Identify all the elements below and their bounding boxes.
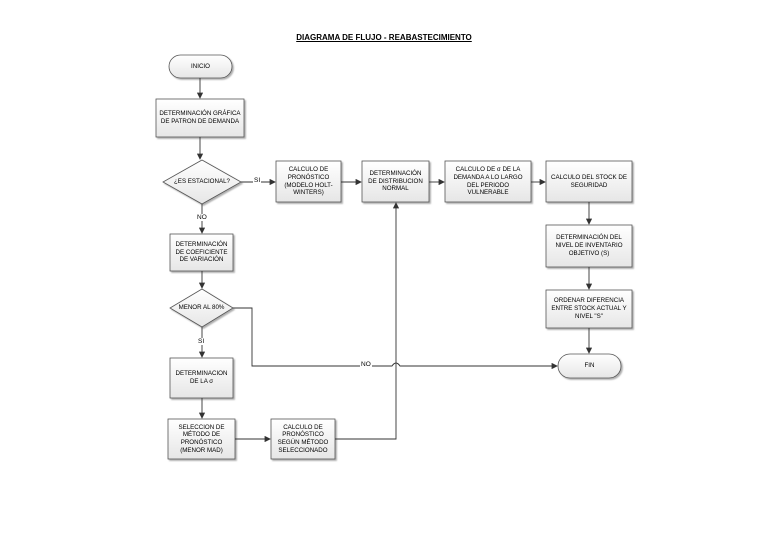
node-nivel-obj: DETERMINACIÓN DEL NIVEL DE INVENTARIO OB… bbox=[555, 234, 623, 257]
arrow-menor80-fin bbox=[233, 307, 558, 370]
shape-ordenar bbox=[545, 289, 633, 329]
node-fin: FIN bbox=[584, 362, 595, 370]
node-estacional: ¿ES ESTACIONAL? bbox=[174, 178, 230, 186]
arrow-calcmetodo-distribucion bbox=[335, 202, 400, 440]
node-det-sigma: DETERMINACION DE LA σ bbox=[175, 370, 228, 385]
node-stock-seg: CALCULO DEL STOCK DE SEGURIDAD bbox=[551, 173, 627, 189]
node-calc-metodo: CALCULO DE PRONÓSTICO SEGÚN MÉTODO SELEC… bbox=[277, 423, 329, 454]
node-patron: DETERMINACIÓN GRÁFICA DE PATRON DE DEMAN… bbox=[159, 110, 241, 125]
node-coeficiente: DETERMINACIÓN DE COEFICIENTE DE VARIACIÓ… bbox=[175, 240, 228, 264]
node-distribucion: DETERMINACIÓN DE DISTRIBUCION NORMAL bbox=[368, 169, 423, 193]
shape-fin bbox=[557, 353, 622, 379]
diagram-title: DIAGRAMA DE FLUJO - REABASTECIMIENTO bbox=[296, 33, 472, 42]
shape-calc-holt bbox=[275, 160, 342, 203]
shape-calc-sigma bbox=[444, 160, 532, 203]
node-calc-sigma: CALCULO DE σ DE LA DEMANDA A LO LARGO DE… bbox=[453, 166, 523, 197]
shape-nivel-obj bbox=[545, 224, 633, 268]
node-calc-holt: CALCULO DE PRONÓSTICO (MODELO HOLT-WINTE… bbox=[284, 166, 333, 197]
label-si-menor80: SI bbox=[197, 338, 206, 345]
shape-inicio bbox=[168, 54, 233, 79]
label-no-estacional: NO bbox=[196, 214, 208, 221]
label-si-estacional: SI bbox=[253, 177, 262, 184]
node-seleccion: SELECCION DE MÉTODO DE PRONÓSTICO (MENOR… bbox=[178, 423, 225, 454]
node-menor80: MENOR AL 80% bbox=[178, 304, 225, 312]
label-no-menor80: NO bbox=[360, 361, 372, 368]
shape-distribucion bbox=[361, 160, 430, 203]
shape-coeficiente bbox=[169, 233, 234, 272]
shape-det-sigma bbox=[169, 357, 234, 399]
node-inicio: INICIO bbox=[191, 62, 210, 70]
shape-patron bbox=[155, 98, 245, 138]
node-ordenar: ORDENAR DIFERENCIA ENTRE STOCK ACTUAL Y … bbox=[551, 297, 627, 320]
